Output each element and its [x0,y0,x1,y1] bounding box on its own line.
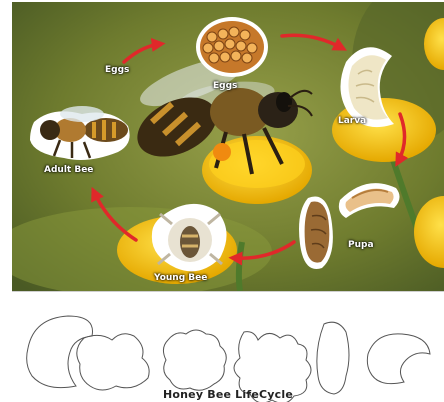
label-eggs-top: Eggs [213,81,237,91]
cutout-outline-strip: Honey Bee LifeCycle [12,291,444,402]
outline-adult-bee-shape [77,334,149,390]
outline-curled-larva-shape [367,334,430,384]
bee-lifecycle-photo: Eggs Eggs Larva Pupa Young Bee Adult Bee [12,2,444,291]
label-larva: Larva [338,116,366,126]
label-adult-bee: Adult Bee [44,165,93,175]
worksheet-title: Honey Bee LifeCycle [12,388,444,401]
photo-canvas [12,2,444,291]
eggs-cluster [196,17,268,77]
cutout-outlines [12,292,444,402]
outline-eggs-shape [163,330,226,390]
label-eggs-left: Eggs [105,65,129,75]
outline-larva-shape [27,316,93,388]
label-young-bee: Young Bee [154,273,207,283]
label-pupa: Pupa [348,240,374,250]
capped-pupa-image [299,196,333,269]
outline-pupa-shape [317,322,349,394]
